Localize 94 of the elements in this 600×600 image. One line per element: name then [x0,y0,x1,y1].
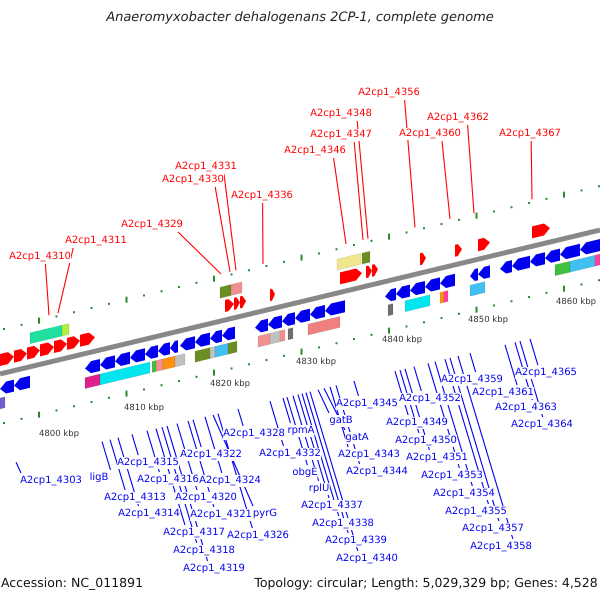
gene-label: A2cp1_4363 [495,402,557,414]
gene-label: A2cp1_4329 [121,219,183,231]
gene-label: rpmA [287,425,315,437]
gene-label: A2cp1_4360 [399,128,461,140]
gene-label: A2cp1_4347 [310,129,372,141]
leader-line [529,338,538,366]
gene-label: A2cp1_4326 [227,530,289,542]
leader-line [223,174,237,270]
gene-label: A2cp1_4336 [231,190,293,202]
gene-label: A2cp1_4364 [511,419,573,431]
leader-line [57,248,74,314]
leader-line [467,124,475,214]
scale-label: 4820 kbp [210,378,250,390]
accession-note: Accession: NC_011891 [0,577,144,589]
gene-label: A2cp1_4350 [395,435,457,447]
genome-info-note: Topology: circular; Length: 5,029,329 bp; Genes: 4,528 [254,577,598,589]
leader-line [16,462,22,474]
gene-label: A2cp1_4315 [117,457,179,469]
gene-label: A2cp1_4348 [310,108,372,120]
leader-line [237,408,244,426]
gene-label: rplU [308,483,330,495]
gene-label: A2cp1_4332 [259,448,321,460]
gene-label: A2cp1_4355 [445,506,507,518]
gene-label: A2cp1_4320 [175,492,237,504]
scale-label: 4810 kbp [124,402,164,414]
gene-label: A2cp1_4349 [386,417,448,429]
gene-label: A2cp1_4340 [336,553,398,565]
gene-label: A2cp1_4321 [190,509,252,521]
gene-label: A2cp1_4314 [118,508,180,520]
leader-line [469,353,476,372]
leader-line [101,441,112,470]
gene-label: A2cp1_4331 [175,161,237,173]
gene-label: A2cp1_4318 [173,545,235,557]
gene-label: A2cp1_4351 [406,452,468,464]
gene-label: A2cp1_4343 [338,449,400,461]
gene-label: A2cp1_4338 [312,518,374,530]
gene-label: A2cp1_4319 [183,563,245,575]
leader-line [192,420,202,448]
gene-label: A2cp1_4356 [358,87,420,99]
gene-label: A2cp1_4311 [65,235,127,247]
gene-label: A2cp1_4352 [399,393,461,405]
gene-label: A2cp1_4313 [104,492,166,504]
gene-label: A2cp1_4353 [421,470,483,482]
title: Anaeromyxobacter dehalogenans 2CP-1, complete genome [106,12,494,24]
gene-label: obgE [292,467,318,479]
gene-label: A2cp1_4357 [462,523,524,535]
leader-line [109,439,126,490]
leader-line [131,434,139,456]
leader-line [404,100,416,228]
leader-line [178,232,222,274]
leader-line [354,142,364,240]
leader-line [441,140,451,220]
gene-label: A2cp1_4365 [515,367,577,379]
gene-label: A2cp1_4346 [284,145,346,157]
gene-label: A2cp1_4354 [433,488,495,500]
gene-label: pyrG [252,508,278,520]
leader-line [504,344,518,386]
gene-label: ligB [90,472,108,484]
gene-label: A2cp1_4339 [325,535,387,547]
scale-label: 4860 kbp [556,296,596,308]
gene-label: A2cp1_4345 [336,398,398,410]
scale-label: 4800 kbp [38,428,80,440]
gene-label: A2cp1_4330 [162,174,224,186]
scale-label: 4850 kbp [468,314,508,326]
gene-label: A2cp1_4324 [199,475,261,487]
leader-line [44,264,50,316]
gene-label: A2cp1_4316 [137,474,199,486]
leader-line [262,203,264,264]
gene-label: gatA [345,432,369,444]
leader-line [413,366,422,392]
gene-label: A2cp1_4337 [301,500,363,512]
leader-line [214,186,231,272]
gene-label: A2cp1_4362 [427,112,489,124]
gene-label: A2cp1_4328 [223,428,285,440]
gene-label: A2cp1_4303 [20,475,82,487]
gene-label: A2cp1_4361 [472,387,534,399]
leader-line [329,386,349,448]
gene-label: A2cp1_4358 [470,541,532,553]
gene-label: A2cp1_4322 [180,449,242,461]
gene-label: gatB [329,415,353,427]
gene-label: A2cp1_4317 [163,527,225,539]
scale-label: 4830 kbp [296,356,336,368]
gene-label: A2cp1_4344 [346,466,408,478]
gene-label: A2cp1_4367 [499,128,561,140]
leader-line [333,158,347,244]
gene-label: A2cp1_4359 [441,374,503,386]
leader-line [324,388,346,430]
leader-line [318,389,330,414]
leader-line [282,398,291,424]
leader-line [356,120,369,239]
leader-line [530,141,533,200]
leader-line [353,380,360,396]
scale-label: 4840 kbp [382,334,422,346]
gene-label: A2cp1_4310 [9,251,71,263]
